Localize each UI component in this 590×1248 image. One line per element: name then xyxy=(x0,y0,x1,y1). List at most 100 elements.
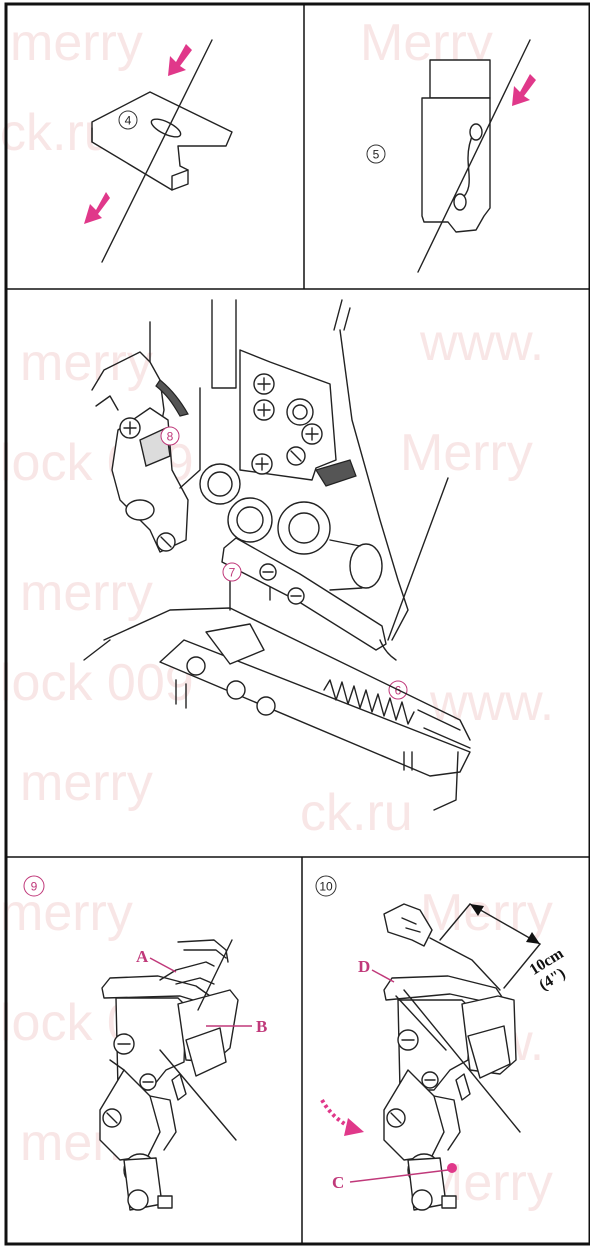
watermark-text: merry xyxy=(20,754,153,812)
rail-edge xyxy=(417,709,471,749)
spring-coil xyxy=(323,679,415,725)
panel-step-4: 4 xyxy=(84,39,233,263)
screw xyxy=(127,1189,149,1211)
bearing-hole xyxy=(236,506,264,534)
slot xyxy=(171,1073,187,1101)
needle-clamp xyxy=(421,97,491,233)
outer-frame xyxy=(4,2,590,1246)
frame-line xyxy=(333,299,351,331)
thread-line xyxy=(159,1049,237,1141)
step-number-badge xyxy=(315,875,337,897)
screw-slot xyxy=(257,377,271,391)
looper-shaft xyxy=(125,499,155,521)
watermark-text: Merry xyxy=(400,424,533,482)
panel-step-9: 9 A B xyxy=(23,875,267,1211)
dimension-arrow-icon xyxy=(470,904,484,916)
screw-slot xyxy=(160,536,172,548)
needle-bar-top xyxy=(429,59,491,99)
step-number-badge xyxy=(222,562,242,582)
housing-outline xyxy=(95,395,119,411)
thread-line xyxy=(177,939,229,963)
linkage-line xyxy=(109,1059,177,1151)
screw xyxy=(411,1189,433,1211)
slot xyxy=(455,1073,471,1101)
thread-line xyxy=(183,949,227,959)
screw xyxy=(226,680,246,700)
watermark-text: merry xyxy=(20,564,153,622)
screw-slot xyxy=(390,1112,402,1124)
watermark-text: www. xyxy=(419,314,544,372)
label-b: B xyxy=(256,1017,267,1036)
shaft-line xyxy=(329,539,363,591)
watermark-text: lock 009 xyxy=(0,654,194,712)
lower-arm xyxy=(383,1069,445,1161)
dimension-arrow-icon xyxy=(526,932,540,944)
step-number: 5 xyxy=(373,148,380,162)
bed-outline xyxy=(83,639,111,661)
thread-hook xyxy=(379,639,397,661)
thread-line xyxy=(403,989,521,1133)
rail-foot xyxy=(175,679,187,709)
pointer-line xyxy=(371,969,395,983)
panel-step-10: 10 10cm (4") xyxy=(315,875,569,1211)
screw-slot xyxy=(257,403,271,417)
down-arrow-icon xyxy=(168,44,192,76)
step-number: 8 xyxy=(167,430,174,444)
pointer-line xyxy=(149,957,177,973)
thread-line xyxy=(101,39,213,263)
frame-line xyxy=(179,387,201,489)
thread-line xyxy=(429,937,501,991)
linkage-line xyxy=(433,1095,461,1151)
plate-edge xyxy=(171,169,189,191)
bed-outline xyxy=(433,751,459,811)
watermark-text: merry xyxy=(20,334,153,392)
pointer-line xyxy=(349,1169,449,1183)
dimension-line xyxy=(469,903,541,945)
hand-fingers xyxy=(401,917,421,933)
step-number: 7 xyxy=(229,566,236,580)
thread-line xyxy=(417,39,531,273)
presser-tab xyxy=(315,459,357,487)
needle-hole xyxy=(469,123,483,141)
screw xyxy=(256,696,276,716)
step-number: 9 xyxy=(31,880,38,894)
label-c: C xyxy=(332,1173,344,1192)
thread-line xyxy=(395,995,447,1051)
spring xyxy=(323,679,415,725)
step-number-badge xyxy=(366,144,386,164)
watermark-text: ck.ru xyxy=(300,784,413,842)
bearing-hole xyxy=(207,471,233,497)
step-number: 10 xyxy=(319,880,333,894)
frame-line xyxy=(211,299,237,389)
housing-outline xyxy=(91,351,165,431)
needle-hole xyxy=(453,193,467,211)
screw-slot xyxy=(305,427,319,441)
shaft-end xyxy=(349,543,383,589)
thread-line xyxy=(175,977,215,985)
housing-outline xyxy=(339,329,409,641)
step-number-badge xyxy=(160,426,180,446)
guard-part xyxy=(155,379,189,417)
screw-slot xyxy=(255,457,269,471)
panel-step-5: 5 xyxy=(366,39,536,273)
screw-slot xyxy=(106,1112,118,1124)
rail-foot xyxy=(403,751,413,771)
step-number-badge xyxy=(23,875,45,897)
watermark-text: merry xyxy=(0,884,133,942)
feed-rail xyxy=(159,639,471,777)
label-a: A xyxy=(136,947,149,966)
screw-slot xyxy=(290,450,302,462)
watermark-text: merry xyxy=(10,14,143,72)
thread-line xyxy=(387,477,449,641)
nut xyxy=(157,1195,173,1209)
rotation-arrow-icon xyxy=(344,1118,364,1136)
lower-arm xyxy=(99,1069,161,1161)
extension-line xyxy=(439,903,471,941)
thread-line xyxy=(197,939,233,1011)
step-number: 4 xyxy=(125,114,132,128)
down-arrow-icon xyxy=(512,74,536,106)
label-d: D xyxy=(358,957,370,976)
bearing-hole xyxy=(288,512,320,544)
